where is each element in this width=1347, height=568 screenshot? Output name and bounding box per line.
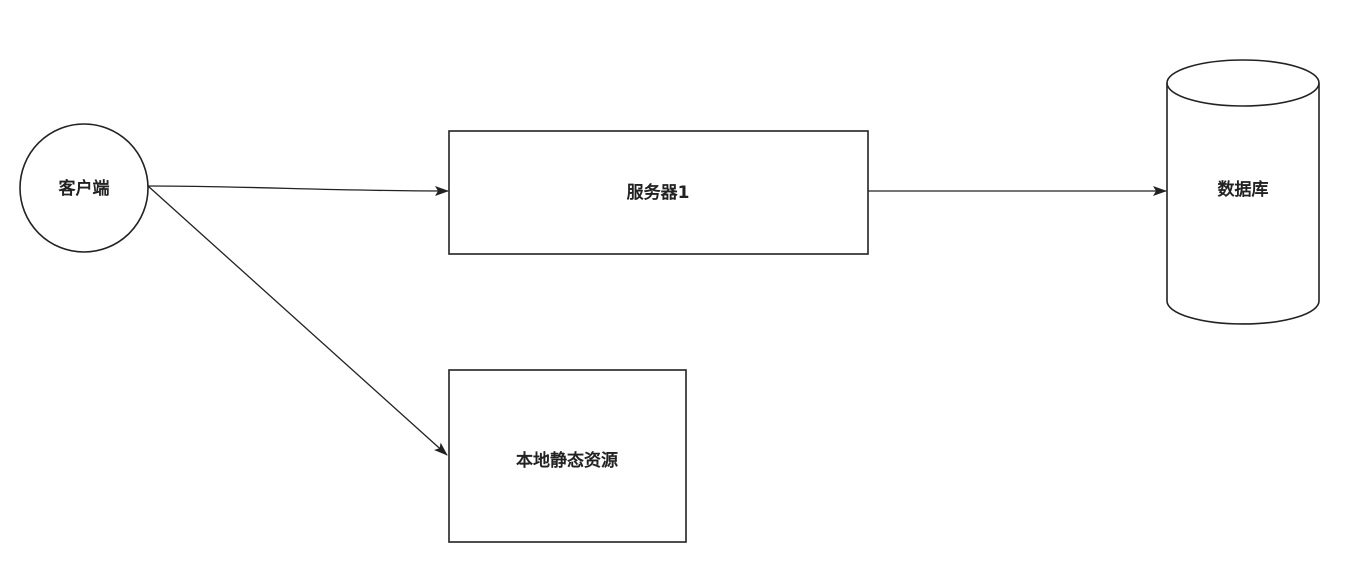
node-client[interactable]: 客户端 xyxy=(19,123,149,253)
client-label: 客户端 xyxy=(58,178,110,199)
node-server[interactable]: 服务器1 xyxy=(448,130,869,255)
server-label: 服务器1 xyxy=(627,182,690,203)
server-box xyxy=(448,130,869,255)
static-resources-label: 本地静态资源 xyxy=(516,450,618,471)
node-database[interactable]: 数据库 xyxy=(1166,59,1320,325)
node-static-resources[interactable]: 本地静态资源 xyxy=(448,369,687,543)
database-cylinder-top xyxy=(1166,59,1320,107)
edge-client-to-server[interactable] xyxy=(147,185,449,196)
client-circle xyxy=(19,123,149,253)
database-label: 数据库 xyxy=(1218,179,1269,200)
static-resources-box xyxy=(448,369,687,543)
edge-client-to-static-resources[interactable] xyxy=(147,185,448,456)
database-cylinder-body xyxy=(1166,83,1320,325)
